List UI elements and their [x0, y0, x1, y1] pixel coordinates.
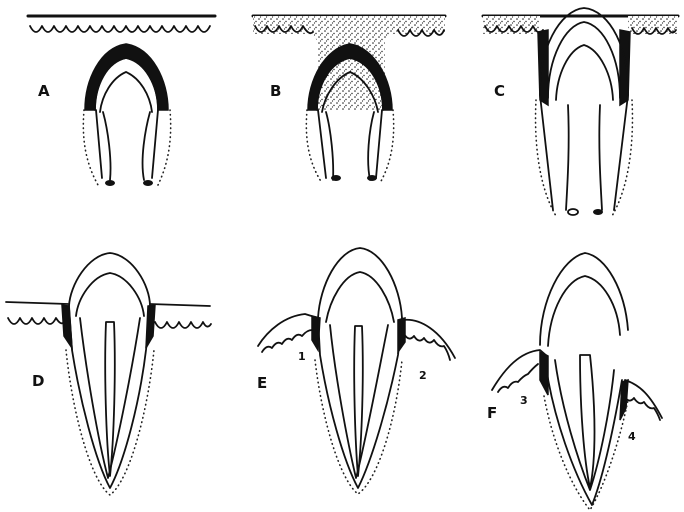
number-label-4: 4 — [628, 430, 636, 443]
panel-label-a: A — [38, 82, 50, 100]
panel-c: C — [483, 8, 678, 216]
tooth-e — [315, 248, 402, 494]
number-label-1: 1 — [298, 350, 306, 363]
panel-f: F 3 4 — [487, 253, 662, 510]
panel-e: E 1 2 — [257, 248, 455, 494]
panel-label-c: C — [494, 82, 505, 100]
tooth-c — [536, 8, 633, 216]
tooth-f — [540, 253, 628, 510]
gingiva-surface-a — [28, 16, 215, 32]
gingiva-surface-c — [483, 16, 678, 34]
gingiva-surface-f — [492, 350, 662, 420]
panel-label-d: D — [32, 372, 44, 390]
tooth-germ-a — [83, 44, 170, 186]
panel-label-f: F — [487, 404, 497, 422]
number-label-3: 3 — [520, 394, 528, 407]
gingiva-surface-e — [258, 314, 455, 360]
panel-d: D — [6, 253, 211, 495]
tooth-d — [66, 253, 154, 495]
panel-label-b: B — [270, 82, 281, 100]
gingiva-surface-d — [6, 302, 211, 348]
panel-a: A — [28, 16, 215, 186]
tooth-germ-b — [306, 40, 393, 183]
panel-label-e: E — [257, 374, 267, 392]
panel-b: B — [253, 16, 445, 183]
number-label-2: 2 — [419, 369, 427, 382]
